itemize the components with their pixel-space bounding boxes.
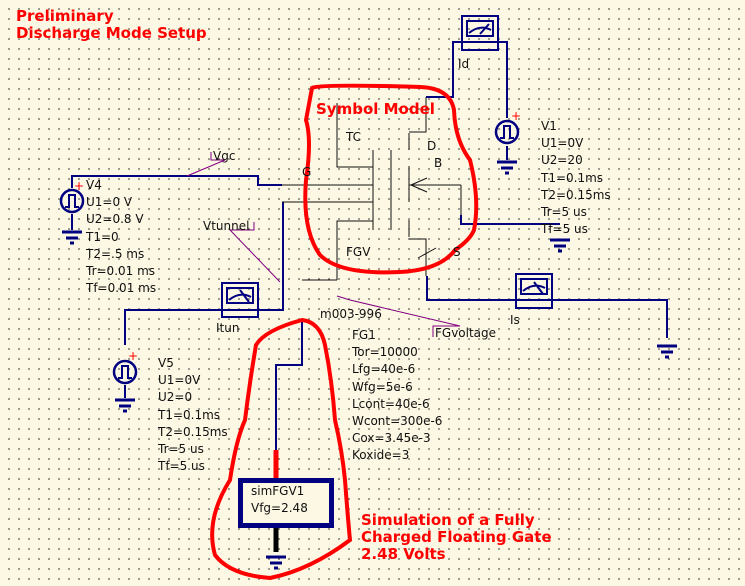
fg1-param: Cox=3.45e-3: [352, 431, 431, 446]
pulse-source-v5-icon: +: [112, 349, 138, 385]
v4-param: T2=.5 ms: [86, 246, 145, 261]
fg1-param: Wfg=5e-6: [352, 379, 413, 394]
pin-label-g: G: [302, 165, 312, 179]
ammeter-is-icon: [515, 273, 553, 309]
pulse-source-v1-icon: +: [494, 109, 521, 145]
pulse-source-v4-icon: +: [59, 179, 85, 214]
fg1-name: FG1: [352, 328, 376, 342]
symbol-model-note: Symbol Model: [316, 100, 435, 118]
v5-param: T1=0.1ms: [158, 407, 221, 422]
ammeter-is-label[interactable]: Is: [510, 313, 520, 327]
v4-param: Tr=0.01 ms: [86, 264, 156, 279]
ground-icon: [550, 238, 570, 253]
v5-param: U2=0: [158, 390, 193, 405]
wire-vtunnel: [124, 202, 284, 345]
sim-fgv-box[interactable]: simFGV1 Vfg=2.48: [238, 478, 334, 528]
v5-param: Tf=5 us: [158, 459, 205, 474]
fg-transistor-symbol: [282, 97, 462, 281]
svg-text:+: +: [511, 109, 521, 123]
fg1-param: Lcont=40e-6: [352, 396, 430, 411]
pin-label-fgv: FGV: [346, 245, 371, 259]
ground-icon: [497, 160, 517, 175]
v1-properties[interactable]: V1 U1=0V U2=20 T1=0.1ms T2=0.15ms Tr=5 u…: [541, 118, 611, 238]
sim-value: Vfg=2.48: [251, 501, 308, 515]
ammeter-id-icon: [461, 15, 499, 51]
annotation-circles: [210, 83, 479, 581]
ground-icon: [657, 344, 677, 359]
v5-properties[interactable]: V5 U1=0V U2=0 T1=0.1ms T2=0.15ms Tr=5 us…: [158, 355, 228, 475]
v1-param: T2=0.15ms: [541, 187, 611, 202]
fg1-param: Tor=10000: [352, 345, 418, 360]
title-line-1: Preliminary: [16, 7, 114, 25]
simulation-outline: [210, 317, 353, 581]
pulse-sources: + + +: [59, 109, 521, 385]
v4-name: V4: [86, 178, 102, 192]
wire-fg: [275, 320, 303, 450]
ground-icon: [62, 230, 82, 245]
v4-param: U1=0 V: [86, 195, 133, 210]
fg1-param: Wcont=300e-6: [352, 414, 443, 429]
simulation-line-2: Charged Floating Gate: [361, 528, 552, 546]
v1-param: Tr=5 us: [541, 205, 587, 220]
v4-properties[interactable]: V4 U1=0 V U2=0.8 V T1=0 T2=.5 ms Tr=0.01…: [86, 177, 156, 297]
simulation-line-3: 2.48 Volts: [361, 545, 446, 563]
v5-param: T2=0.15ms: [158, 424, 228, 439]
v4-param: U2=0.8 V: [86, 212, 144, 227]
v5-param: Tr=5 us: [158, 442, 204, 457]
node-label-vtunnel[interactable]: Vtunnel: [203, 219, 250, 233]
v1-param: T1=0.1ms: [541, 170, 604, 185]
pin-label-b: B: [434, 156, 443, 170]
wires: [71, 41, 668, 450]
fg1-model-label[interactable]: m003-996: [320, 307, 382, 321]
simulation-line-1: Simulation of a Fully: [361, 511, 535, 529]
fg1-param: Koxide=3: [352, 448, 410, 463]
ground-icon: [266, 555, 286, 570]
symbol-model-outline: [303, 83, 479, 275]
v5-param: U1=0V: [158, 373, 201, 388]
simulation-note: Simulation of a Fully Charged Floating G…: [361, 512, 552, 563]
ammeter-id-label[interactable]: Id: [458, 57, 470, 71]
wire-bulk: [460, 215, 560, 225]
node-label-vgc[interactable]: Vgc: [213, 149, 236, 163]
ground-symbols: [62, 160, 677, 570]
ground-icon: [115, 398, 135, 413]
wire-vgc: [71, 175, 282, 186]
title-line-2: Discharge Mode Setup: [16, 24, 207, 42]
fg1-properties[interactable]: FG1 Tor=10000 Lfg=40e-6 Wfg=5e-6 Lcont=4…: [352, 327, 442, 465]
v1-param: U1=0V: [541, 136, 584, 151]
wire-is: [426, 276, 668, 338]
wire-id: [426, 41, 508, 105]
v1-name: V1: [541, 119, 557, 133]
ammeters: [221, 15, 553, 318]
sim-name: simFGV1: [251, 484, 305, 498]
title-note: Preliminary Discharge Mode Setup: [16, 8, 207, 42]
ammeter-itun-icon: [221, 282, 259, 318]
fg1-param: Lfg=40e-6: [352, 362, 416, 377]
ammeter-itun-label[interactable]: Itun: [216, 321, 240, 335]
node-label-fgvoltage[interactable]: FGvoltage: [435, 326, 497, 340]
v4-param: T1=0: [86, 229, 119, 244]
svg-text:+: +: [128, 349, 138, 363]
v1-param: U2=20: [541, 153, 583, 168]
pin-label-s: S: [453, 245, 461, 259]
v5-name: V5: [158, 356, 174, 370]
v1-param: Tf=5 us: [541, 222, 588, 237]
pin-label-tc: TC: [346, 130, 362, 144]
label-leaders: [186, 152, 461, 337]
svg-text:+: +: [74, 179, 84, 193]
v4-param: Tf=0.01 ms: [86, 281, 157, 296]
pin-label-d: D: [427, 139, 437, 153]
